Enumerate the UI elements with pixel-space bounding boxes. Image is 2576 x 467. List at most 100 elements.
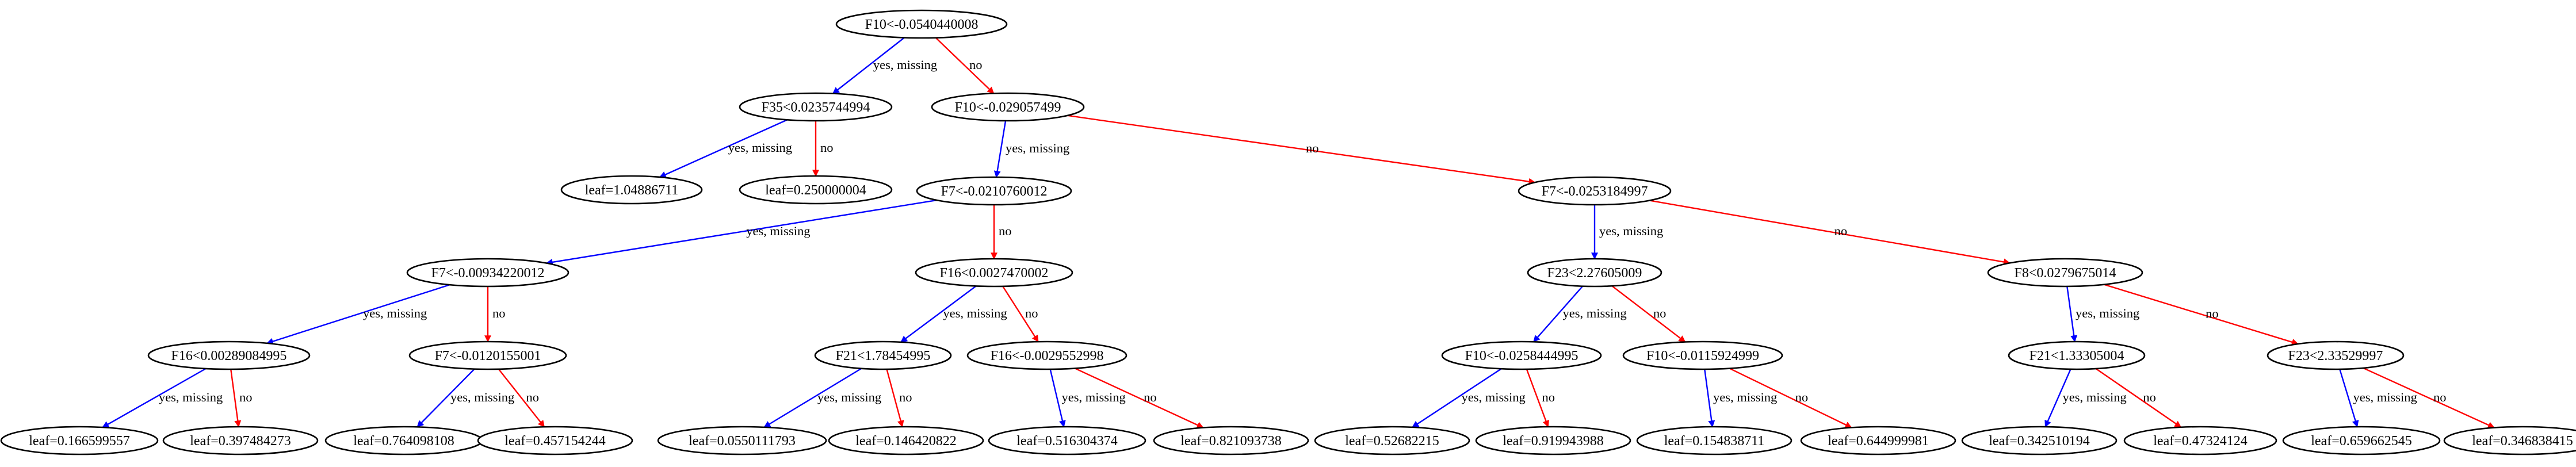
node-label: leaf=0.644999981 xyxy=(1828,434,1929,449)
edge-line xyxy=(886,369,904,428)
edge-no: no xyxy=(1526,369,1555,428)
edge-line xyxy=(1049,369,1066,428)
node-ellipse xyxy=(162,426,319,455)
edge-label: yes, missing xyxy=(1062,390,1126,404)
edge-line xyxy=(498,369,545,428)
node-ellipse xyxy=(1800,426,1956,455)
node-label: F10<-0.0540440008 xyxy=(865,17,979,32)
edge-line xyxy=(1412,368,1502,428)
edge-no: no xyxy=(1649,200,2011,266)
edge-yes-missing: yes, missing xyxy=(416,368,514,428)
edge-label: no xyxy=(2433,390,2447,404)
edge-line xyxy=(1729,368,1852,428)
node-ellipse xyxy=(1636,426,1793,455)
edge-label: no xyxy=(2206,306,2219,320)
leaf-node: leaf=0.346838415 xyxy=(2443,426,2576,455)
split-node: F21<1.33305004 xyxy=(2008,340,2146,370)
node-ellipse xyxy=(2282,426,2441,455)
node-label: leaf=0.146420822 xyxy=(855,434,957,449)
edge-yes-missing: yes, missing xyxy=(1704,369,1777,428)
node-ellipse xyxy=(2443,426,2576,455)
node-ellipse xyxy=(2267,340,2405,370)
edge-yes-missing: yes, missing xyxy=(102,368,223,428)
edge-line xyxy=(1002,286,1039,343)
edge-yes-missing: yes, missing xyxy=(1591,205,1663,260)
node-label: leaf=0.346838415 xyxy=(2472,434,2573,449)
edge-yes-missing: yes, missing xyxy=(832,37,937,94)
node-ellipse xyxy=(966,340,1128,370)
node-label: leaf=0.659662545 xyxy=(2311,434,2412,449)
leaf-node: leaf=1.04886711 xyxy=(560,175,703,205)
edge-yes-missing: yes, missing xyxy=(545,199,937,266)
leaf-node: leaf=0.644999981 xyxy=(1800,426,1956,455)
edge-no: no xyxy=(230,369,253,428)
node-label: leaf=0.52682215 xyxy=(1345,434,1439,449)
edge-no: no xyxy=(991,205,1012,260)
edge-label: yes, missing xyxy=(450,390,514,404)
node-ellipse xyxy=(560,175,703,205)
edge-label: no xyxy=(1542,390,1555,404)
node-ellipse xyxy=(657,426,827,455)
node-label: F7<-0.0120155001 xyxy=(435,349,541,363)
node-label: F23<2.27605009 xyxy=(1547,266,1642,281)
edge-label: yes, missing xyxy=(873,58,937,72)
node-label: F10<-0.0258444995 xyxy=(1465,349,1579,363)
node-ellipse xyxy=(1314,426,1470,455)
split-node: F10<-0.0115924999 xyxy=(1622,340,1783,370)
edge-label: yes, missing xyxy=(1599,224,1663,238)
node-ellipse xyxy=(2123,426,2277,455)
split-node: F23<2.27605009 xyxy=(1527,258,1662,288)
leaf-node: leaf=0.146420822 xyxy=(828,426,984,455)
node-ellipse xyxy=(835,9,1008,39)
node-ellipse xyxy=(406,258,570,288)
node-label: leaf=0.154838711 xyxy=(1664,434,1765,449)
edge-label: yes, missing xyxy=(1461,390,1525,404)
edge-yes-missing: yes, missing xyxy=(763,368,881,428)
edge-no: no xyxy=(886,369,912,428)
node-ellipse xyxy=(915,258,1073,288)
node-ellipse xyxy=(828,426,984,455)
edge-label: yes, missing xyxy=(1563,306,1627,320)
edge-no: no xyxy=(1002,286,1039,343)
edge-line xyxy=(935,37,995,94)
node-ellipse xyxy=(931,92,1085,122)
edge-yes-missing: yes, missing xyxy=(659,119,792,178)
edge-line xyxy=(416,368,475,428)
node-ellipse xyxy=(916,176,1072,206)
node-ellipse xyxy=(408,340,567,370)
edge-line xyxy=(545,199,937,266)
edge-line xyxy=(1526,369,1549,428)
node-label: F7<-0.00934220012 xyxy=(431,266,545,281)
edge-yes-missing: yes, missing xyxy=(1049,369,1126,428)
node-label: leaf=0.919943988 xyxy=(1503,434,1604,449)
node-label: F7<-0.0253184997 xyxy=(1542,184,1648,199)
split-node: F16<0.00289084995 xyxy=(147,340,311,370)
edge-yes-missing: yes, missing xyxy=(900,285,1007,343)
node-label: F10<-0.0115924999 xyxy=(1646,349,1759,363)
edge-label: no xyxy=(2143,390,2156,404)
node-ellipse xyxy=(0,426,159,455)
split-node: F7<-0.00934220012 xyxy=(406,258,570,288)
leaf-node: leaf=0.516304374 xyxy=(988,426,1146,455)
edge-yes-missing: yes, missing xyxy=(266,284,450,345)
edge-no: no xyxy=(1611,285,1686,343)
edge-no: no xyxy=(2095,368,2182,428)
node-label: F21<1.78454995 xyxy=(836,349,931,363)
edge-label: no xyxy=(1795,390,1809,404)
edge-label: yes, missing xyxy=(159,390,223,404)
node-label: F8<0.0279675014 xyxy=(2015,266,2116,281)
split-node: F7<-0.0210760012 xyxy=(916,176,1072,206)
edge-line xyxy=(659,119,788,178)
edge-label: yes, missing xyxy=(943,306,1007,320)
split-node: F23<2.33529997 xyxy=(2267,340,2405,370)
split-node: F10<-0.0258444995 xyxy=(1441,340,1602,370)
node-label: leaf=0.821093738 xyxy=(1180,434,1282,449)
edge-no: no xyxy=(1729,368,1852,428)
edge-line xyxy=(832,37,905,94)
edge-line xyxy=(2095,368,2182,428)
leaf-node: leaf=0.47324124 xyxy=(2123,426,2277,455)
edge-line xyxy=(102,368,207,428)
edge-line xyxy=(900,285,977,343)
edge-line xyxy=(266,284,450,345)
